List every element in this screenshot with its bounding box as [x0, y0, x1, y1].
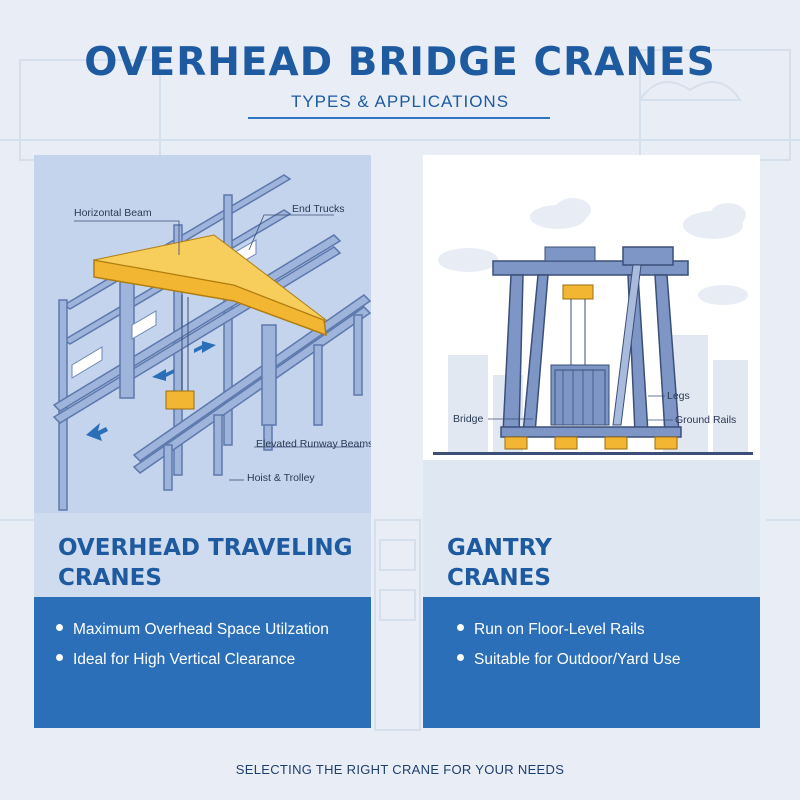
- overhead-crane-illustration: Horizontal Beam End Trucks Elevated Runw…: [34, 155, 371, 513]
- label-legs: Legs: [667, 390, 690, 402]
- feature-item: Ideal for High Vertical Clearance: [56, 651, 295, 669]
- features-band: Maximum Overhead Space Utilzation Ideal …: [34, 597, 371, 728]
- overhead-traveling-crane-card: Horizontal Beam End Trucks Elevated Runw…: [34, 155, 371, 728]
- label-bridge: Bridge: [453, 413, 484, 425]
- bullet-dot-icon: [56, 654, 63, 662]
- card-title-line2: CRANES: [447, 565, 551, 591]
- bullet-dot-icon: [457, 654, 464, 662]
- bullet-dot-icon: [457, 624, 464, 632]
- feature-text: Maximum Overhead Space Utilzation: [73, 621, 329, 638]
- label-ground-rails: Ground Rails: [675, 414, 737, 426]
- gantry-crane-card: Legs Bridge Ground Rails GANTRY CRANES R…: [423, 155, 760, 728]
- label-end-trucks: End Trucks: [292, 203, 345, 215]
- gantry-crane-illustration: Legs Bridge Ground Rails: [423, 155, 760, 460]
- label-horizontal-beam: Horizontal Beam: [74, 207, 152, 219]
- feature-item: Maximum Overhead Space Utilzation: [56, 621, 329, 639]
- card-title-line2: CRANES: [58, 565, 162, 591]
- card-title-line1: GANTRY: [447, 535, 552, 561]
- bullet-dot-icon: [56, 624, 63, 632]
- features-band: Run on Floor-Level Rails Suitable for Ou…: [423, 597, 760, 728]
- cloud-icon: [438, 198, 748, 305]
- feature-text: Run on Floor-Level Rails: [474, 621, 645, 638]
- page-title: OVERHEAD BRIDGE CRANES: [84, 40, 716, 85]
- overhead-crane-drawing: [52, 174, 371, 511]
- footer-tagline: SELECTING THE RIGHT CRANE FOR YOUR NEEDS: [235, 762, 565, 777]
- card-title-line1: OVERHEAD TRAVELING: [58, 535, 353, 561]
- feature-text: Suitable for Outdoor/Yard Use: [474, 651, 681, 668]
- label-hoist-trolley: Hoist & Trolley: [247, 472, 315, 484]
- arrow-icon: [152, 369, 174, 381]
- page-subtitle: TYPES & APPLICATIONS: [290, 92, 510, 111]
- gantry-crane-drawing: [433, 198, 753, 455]
- title-divider: [248, 117, 550, 119]
- label-elevated-runway-beams: Elevated Runway Beams: [256, 438, 371, 450]
- feature-text: Ideal for High Vertical Clearance: [73, 651, 296, 668]
- feature-item: Suitable for Outdoor/Yard Use: [457, 651, 681, 669]
- feature-item: Run on Floor-Level Rails: [457, 621, 645, 639]
